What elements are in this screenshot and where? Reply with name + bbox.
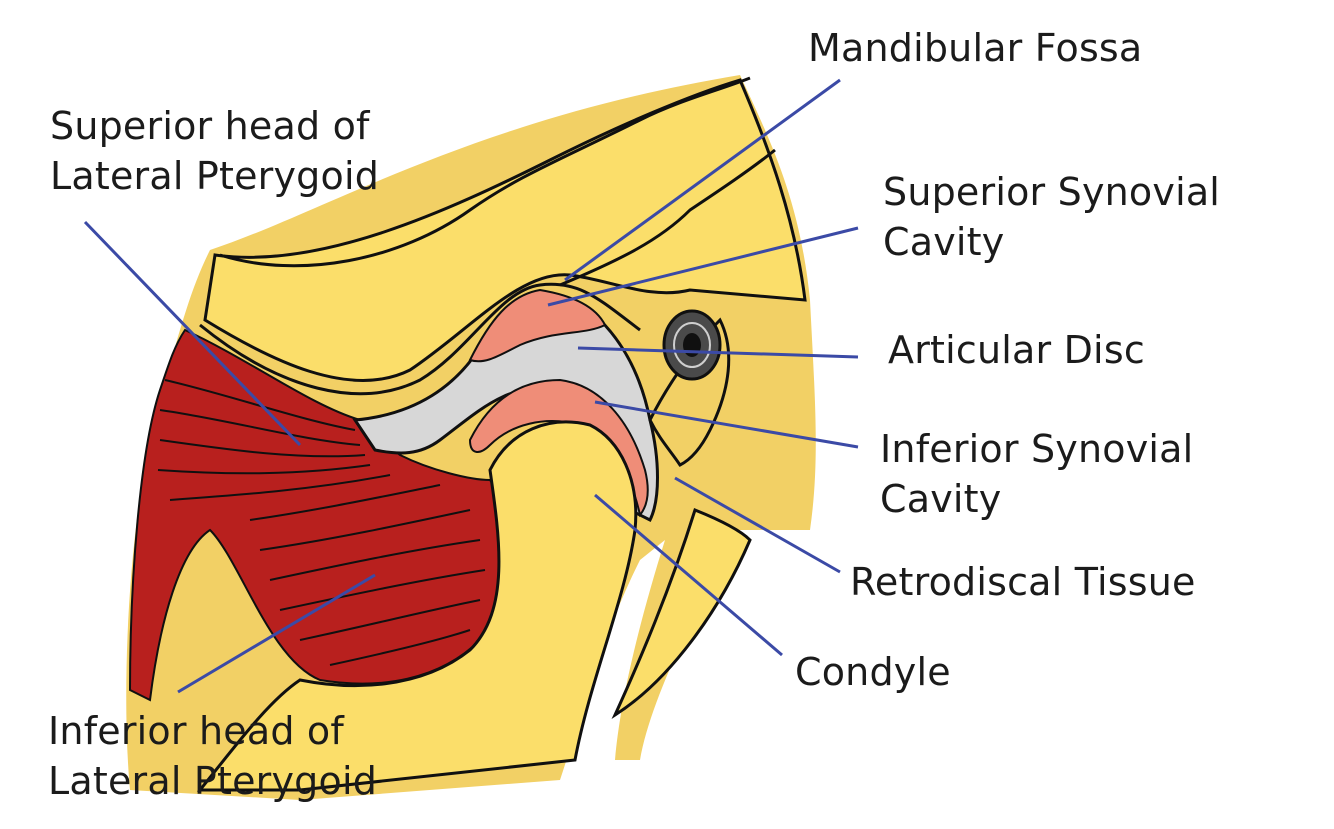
- label-inferior-head-line1: Inferior head of: [48, 709, 344, 753]
- label-inferior-head-line2: Lateral Pterygoid: [48, 759, 378, 803]
- label-mandibular-fossa: Mandibular Fossa: [808, 26, 1143, 70]
- temporal-bone-upper-contour: [219, 76, 751, 268]
- label-inferior-synovial-line2: Cavity: [880, 477, 1002, 521]
- leader-retrodiscal: [674, 476, 841, 574]
- label-superior-synovial-line1: Superior Synovial: [883, 170, 1221, 214]
- label-inferior-synovial-line1: Inferior Synovial: [880, 427, 1194, 471]
- superior-synovial-cavity: [468, 288, 607, 363]
- label-articular-disc: Articular Disc: [888, 328, 1145, 372]
- temporal-bone-contour: [199, 282, 641, 396]
- label-superior-head-line1: Superior head of: [50, 104, 370, 148]
- inferior-synovial-cavity: [468, 378, 649, 518]
- leader-condyle: [594, 493, 783, 657]
- temporal-bone: [203, 78, 807, 382]
- condyle: [196, 420, 638, 792]
- label-condyle: Condyle: [795, 650, 951, 694]
- leader-articular-disc: [577, 346, 859, 359]
- label-superior-head-line2: Lateral Pterygoid: [50, 154, 380, 198]
- leader-lines: [83, 78, 859, 694]
- leader-inferior-synovial: [594, 400, 859, 449]
- label-retrodiscal-tissue: Retrodiscal Tissue: [850, 560, 1196, 604]
- external-auditory-meatus: [662, 309, 722, 381]
- muscle-fibers: [157, 379, 486, 666]
- styloid-process: [611, 508, 752, 719]
- leader-superior-synovial: [547, 226, 859, 307]
- leader-mandibular-fossa: [564, 78, 841, 282]
- label-superior-synovial-line2: Cavity: [883, 220, 1005, 264]
- temporal-bone-inner-contour: [559, 148, 776, 287]
- leader-superior-head: [83, 220, 302, 447]
- leader-inferior-head: [177, 573, 376, 694]
